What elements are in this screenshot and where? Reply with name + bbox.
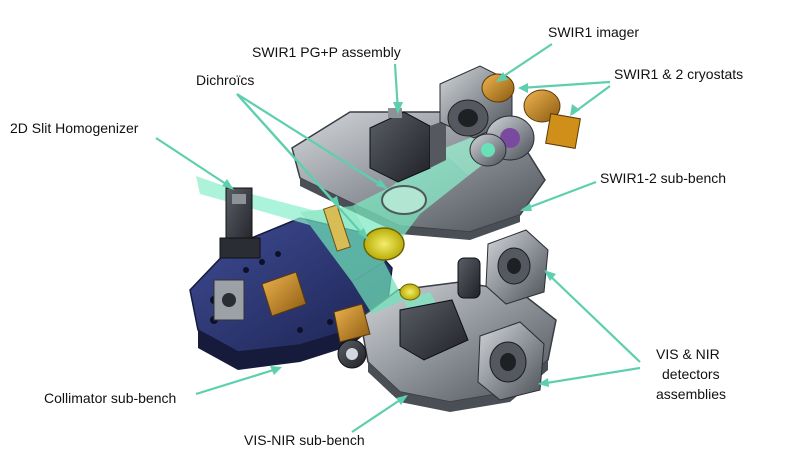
leader-cryostat-1 <box>519 80 611 90</box>
collimator-optics <box>213 271 371 369</box>
label-swir1-imager: SWIR1 imager <box>548 24 640 40</box>
leader-vis-nir-subbench <box>351 395 407 433</box>
leader-lines <box>155 43 641 433</box>
leader-swir1-imager <box>497 43 553 81</box>
slit-homogenizer-mount <box>219 187 261 259</box>
label-collimator-subbench: Collimator sub-bench <box>44 390 177 406</box>
label-vis-nir-subbench: VIS-NIR sub-bench <box>244 432 365 448</box>
leader-dichroic-2 <box>236 93 387 189</box>
label-vis-nir-detectors-line2: detectors <box>662 366 720 382</box>
label-vis-nir-detectors-line1: VIS & NIR <box>656 346 720 362</box>
vis-nir-detector-assemblies <box>399 229 549 401</box>
leader-vis-nir-detector-2 <box>539 366 641 386</box>
label-dichroics: Dichroïcs <box>196 72 255 88</box>
dichroic-elements <box>322 185 427 301</box>
label-swir1-pgp-assembly: SWIR1 PG+P assembly <box>252 44 401 60</box>
swir1-pgp-assembly <box>369 108 446 183</box>
leader-arrowheads <box>222 72 580 405</box>
leader-swir12-subbench <box>521 180 597 212</box>
leader-collimator-subbench <box>195 366 281 396</box>
label-vis-nir-detectors-line3: assemblies <box>656 386 727 402</box>
leader-vis-nir-detector-1 <box>545 271 641 363</box>
swir-cryostats <box>469 73 581 167</box>
leader-slit-homogenizer <box>155 137 233 189</box>
label-slit-homogenizer: 2D Slit Homogenizer <box>10 120 139 136</box>
leader-dichroic-3 <box>236 93 367 239</box>
label-swir-cryostats: SWIR1 & 2 cryostats <box>614 66 744 82</box>
label-swir12-subbench: SWIR1-2 sub-bench <box>600 170 727 186</box>
